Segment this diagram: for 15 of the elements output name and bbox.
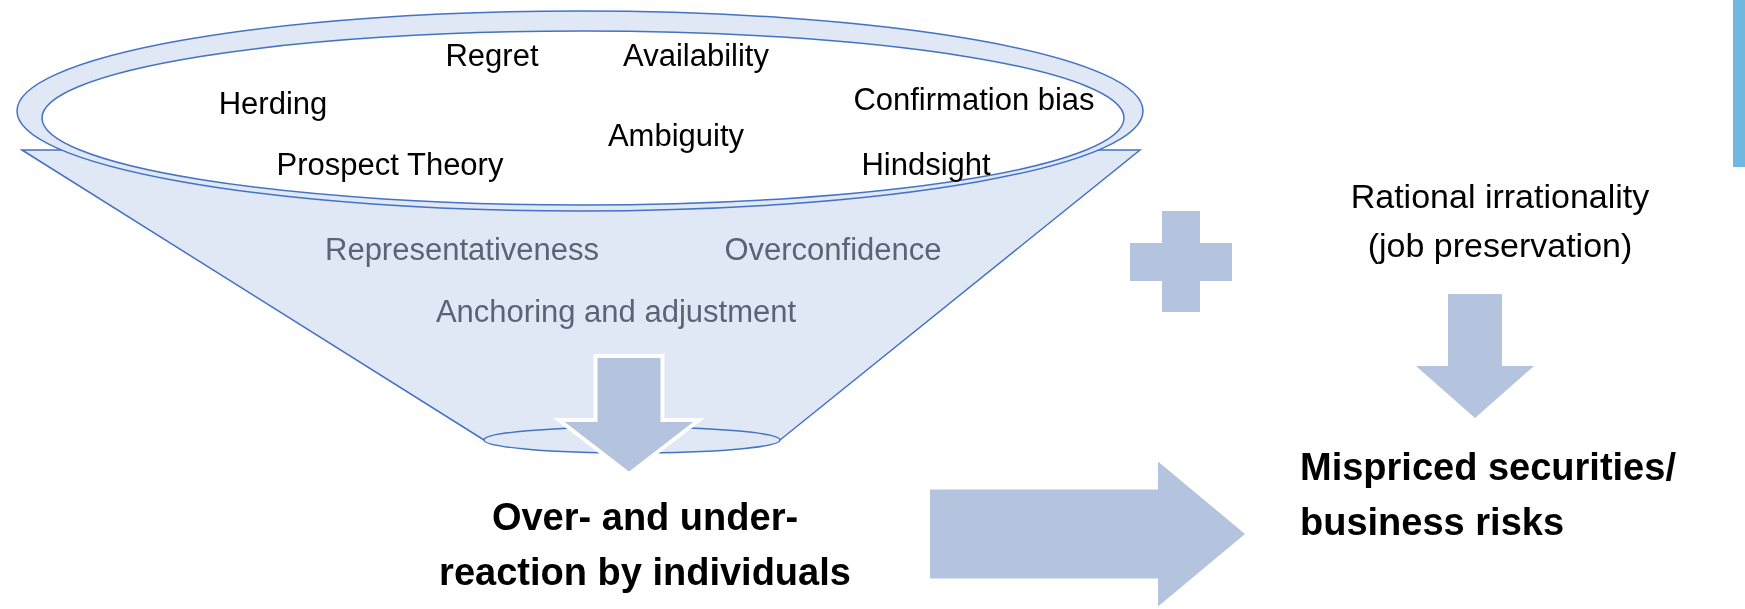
factor-text: Rational irrationality (job preservation) <box>1349 176 1651 267</box>
bias-label: Confirmation bias <box>853 82 1095 118</box>
bias-label: Prospect Theory <box>276 147 504 183</box>
bias-label: Overconfidence <box>724 232 942 268</box>
block-arrow <box>930 461 1245 607</box>
outcome-text: Mispriced securities/ business risks <box>1300 445 1677 546</box>
bias-label: Availability <box>623 38 769 74</box>
bias-label: Representativeness <box>325 232 599 268</box>
block-arrow <box>1416 294 1534 418</box>
bias-label: Hindsight <box>861 147 991 183</box>
bias-label: Anchoring and adjustment <box>435 294 797 330</box>
bias-label: Herding <box>218 86 328 122</box>
bias-label: Regret <box>445 38 539 74</box>
bias-label: Ambiguity <box>607 118 745 154</box>
outcome-text: Over- and under-reaction by individuals <box>438 495 852 596</box>
